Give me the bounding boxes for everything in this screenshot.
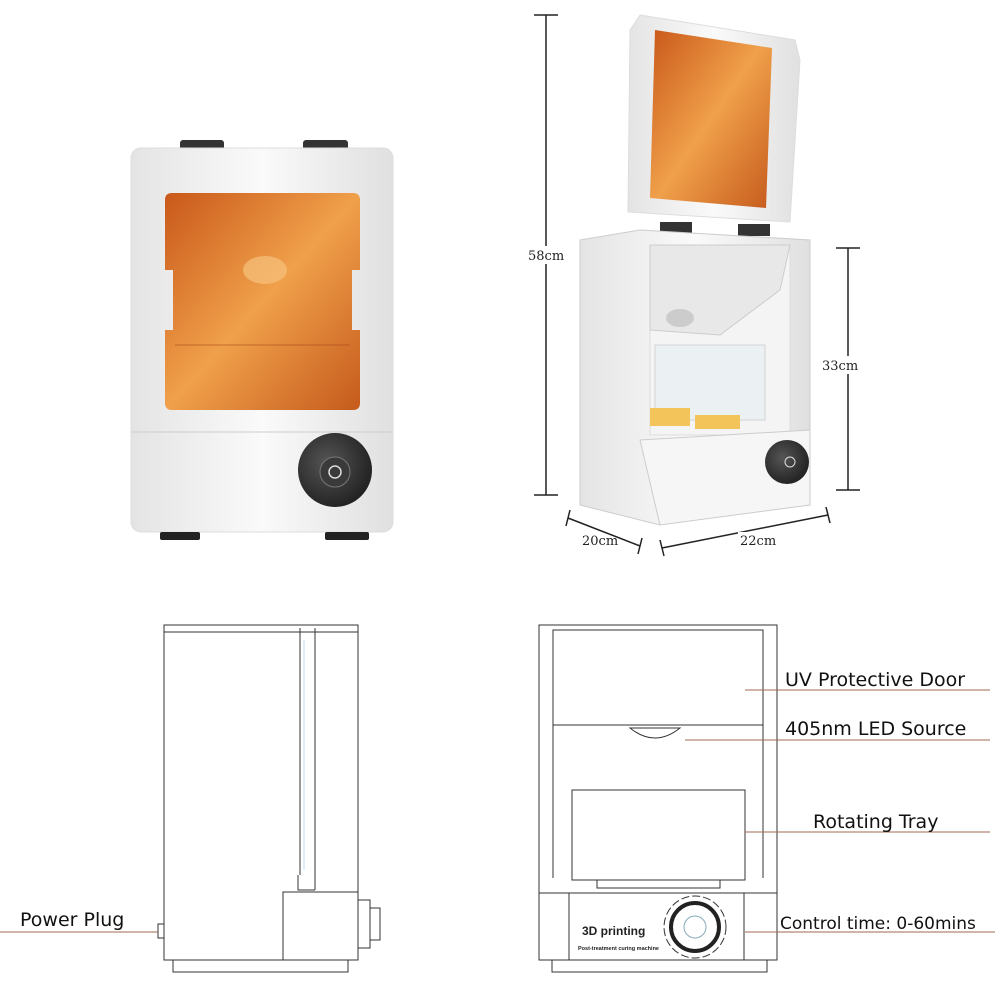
front-photo	[130, 140, 394, 540]
timer-dial-open[interactable]	[765, 440, 809, 484]
led-source-drawing	[628, 727, 682, 739]
clock-icon-open	[784, 456, 796, 468]
callout-control-time: Control time: 0-60mins	[780, 914, 976, 934]
side-view-drawing: Power Plug	[0, 624, 381, 973]
led-lamp-reflection	[243, 256, 287, 284]
panel-brand-text: 3D printing	[582, 924, 645, 938]
side-body-outline	[163, 624, 359, 961]
lid-uv-window	[650, 30, 772, 208]
callout-uv-door: UV Protective Door	[785, 669, 965, 691]
open-photo: 58cm 33cm 20cm 22cm	[526, 14, 862, 557]
timer-dial-drawing[interactable]	[669, 901, 721, 953]
foot-left	[160, 532, 200, 540]
rear-power-module	[282, 891, 359, 961]
dial-ring	[663, 895, 727, 959]
uv-window	[165, 193, 360, 410]
panel-subtitle-text: Post-treatment curing machine	[578, 946, 659, 952]
callout-rotating-tray: Rotating Tray	[813, 811, 938, 833]
front-view-drawing: 3D printing Post-treatment curing machin…	[538, 624, 995, 973]
uv-protective-door	[552, 629, 764, 726]
rotating-tray	[654, 344, 766, 421]
clock-icon	[328, 465, 342, 479]
dimension-width: 22cm	[740, 534, 776, 549]
foot-right	[325, 532, 369, 540]
led-source	[666, 309, 694, 327]
dimension-total-height: 58cm	[528, 249, 564, 264]
front-body-outline	[538, 624, 778, 961]
dimension-depth: 20cm	[582, 534, 618, 549]
rotating-tray-drawing	[571, 789, 746, 881]
dimension-body-height: 33cm	[822, 359, 858, 374]
callout-led-source: 405nm LED Source	[785, 718, 966, 740]
power-plug	[157, 923, 165, 939]
callout-power-plug: Power Plug	[20, 909, 124, 931]
